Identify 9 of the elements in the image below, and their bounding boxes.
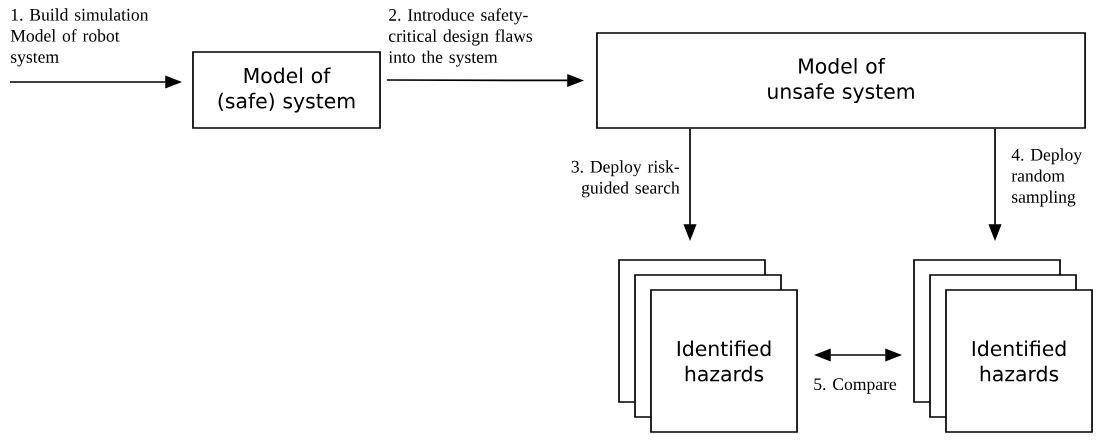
document-stack: Identified hazards bbox=[618, 259, 798, 433]
document-stack: Identified hazards bbox=[913, 259, 1093, 433]
edge-label: 4. Deploy random sampling bbox=[1011, 148, 1082, 207]
edge-label: 2. Introduce safety-critical design flaws into the system bbox=[388, 8, 533, 67]
edge-label: 1. Build simulation Model of robot system bbox=[10, 8, 149, 67]
process-box: Model of unsafe system bbox=[596, 32, 1086, 129]
process-box: Model of (safe) system bbox=[192, 51, 381, 129]
edge-label: 5. Compare bbox=[814, 378, 897, 394]
edge-label: 3. Deploy risk-guided search bbox=[571, 160, 680, 198]
